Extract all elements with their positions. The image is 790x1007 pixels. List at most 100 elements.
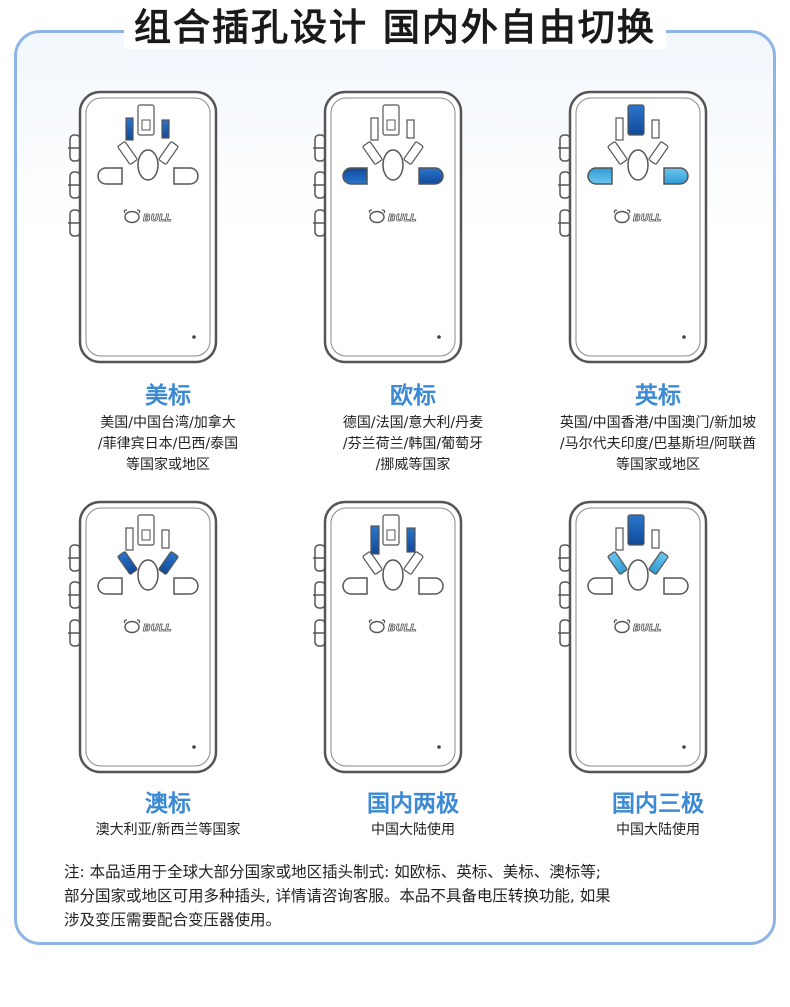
socket-round-left bbox=[587, 167, 613, 185]
socket-diag-left bbox=[362, 141, 383, 165]
adapter-illustration: BULL bbox=[558, 90, 708, 364]
socket-center-hole bbox=[137, 559, 159, 591]
socket-round-left bbox=[342, 167, 368, 185]
page-title: 组合插孔设计 国内外自由切换 bbox=[0, 4, 790, 52]
socket-diag-left bbox=[362, 551, 383, 575]
bull-logo: BULL bbox=[123, 619, 172, 634]
socket-center-hole bbox=[137, 149, 159, 181]
note-line: 部分国家或地区可用多种插头, 详情请咨询客服。本品不具备电压转换功能, 如果 bbox=[64, 887, 611, 905]
standard-countries: 澳大利亚/新西兰等国家 bbox=[43, 820, 293, 841]
indicator-led bbox=[192, 745, 196, 749]
socket-diag-left bbox=[117, 141, 138, 165]
bull-logo: BULL bbox=[613, 619, 662, 634]
socket-round-left bbox=[587, 577, 613, 595]
standard-name: 欧标 bbox=[390, 383, 436, 409]
svg-text:BULL: BULL bbox=[143, 623, 172, 634]
standard-name: 澳标 bbox=[145, 791, 191, 817]
standard-countries: 中国大陆使用 bbox=[288, 820, 538, 841]
bull-logo: BULL bbox=[368, 209, 417, 224]
standard-countries: 英国/中国香港/中国澳门/新加坡/马尔代夫印度/巴基斯坦/阿联酋等国家或地区 bbox=[533, 413, 783, 476]
standard-countries: 美国/中国台湾/加拿大/菲律宾日本/巴西/泰国等国家或地区 bbox=[43, 413, 293, 476]
socket-round-right bbox=[173, 577, 199, 595]
plug-standard-card: BULL 国内三极中国大陆使用 bbox=[508, 500, 758, 880]
plug-standard-card: BULL 美标美国/中国台湾/加拿大/菲律宾日本/巴西/泰国等国家或地区 bbox=[18, 90, 268, 473]
socket-round-right bbox=[173, 167, 199, 185]
socket-diag-right bbox=[158, 141, 179, 165]
socket-slot-right bbox=[406, 527, 416, 553]
countries-line: /芬兰荷兰/韩国/葡萄牙 bbox=[342, 436, 484, 452]
bull-logo: BULL bbox=[123, 209, 172, 224]
adapter-body bbox=[78, 500, 218, 774]
plug-standard-card: BULL 澳标澳大利亚/新西兰等国家 bbox=[18, 500, 268, 880]
adapter-illustration: BULL bbox=[68, 500, 218, 774]
countries-line: 等国家或地区 bbox=[126, 457, 210, 473]
socket-diag-right bbox=[158, 551, 179, 575]
plug-standard-card: BULL 国内两极中国大陆使用 bbox=[263, 500, 513, 880]
standard-countries: 中国大陆使用 bbox=[533, 820, 783, 841]
svg-text:BULL: BULL bbox=[388, 213, 417, 224]
socket-round-right bbox=[418, 167, 444, 185]
socket-round-left bbox=[97, 577, 123, 595]
indicator-led bbox=[437, 335, 441, 339]
adapter-body bbox=[568, 500, 708, 774]
indicator-led bbox=[192, 335, 196, 339]
socket-round-right bbox=[418, 577, 444, 595]
countries-line: 中国大陆使用 bbox=[616, 822, 700, 838]
countries-line: 美国/中国台湾/加拿大 bbox=[100, 415, 236, 431]
adapter-body bbox=[323, 90, 463, 364]
indicator-led bbox=[682, 335, 686, 339]
socket-center-hole bbox=[382, 559, 404, 591]
socket-diag-left bbox=[117, 551, 138, 575]
socket-round-left bbox=[342, 577, 368, 595]
note-line: 涉及变压需要配合变压器使用。 bbox=[64, 911, 282, 929]
countries-line: /马尔代夫印度/巴基斯坦/阿联酋 bbox=[559, 436, 757, 452]
socket-slot-right bbox=[161, 529, 170, 549]
adapter-body bbox=[78, 90, 218, 364]
socket-slot-left bbox=[125, 527, 134, 551]
countries-line: 英国/中国香港/中国澳门/新加坡 bbox=[559, 415, 757, 431]
socket-center-hole bbox=[382, 149, 404, 181]
indicator-led bbox=[682, 745, 686, 749]
adapter-illustration: BULL bbox=[313, 500, 463, 774]
standard-countries: 德国/法国/意大利/丹麦/芬兰荷兰/韩国/葡萄牙/挪威等国家 bbox=[288, 413, 538, 476]
socket-round-left bbox=[97, 167, 123, 185]
bull-logo: BULL bbox=[368, 619, 417, 634]
socket-round-right bbox=[663, 577, 689, 595]
svg-text:BULL: BULL bbox=[633, 213, 662, 224]
plug-standard-card: BULL 欧标德国/法国/意大利/丹麦/芬兰荷兰/韩国/葡萄牙/挪威等国家 bbox=[263, 90, 513, 473]
socket-diag-left bbox=[607, 551, 628, 575]
svg-text:BULL: BULL bbox=[388, 623, 417, 634]
standard-name: 国内三极 bbox=[612, 791, 704, 817]
standard-name: 英标 bbox=[635, 383, 681, 409]
adapter-body bbox=[323, 500, 463, 774]
bull-logo: BULL bbox=[613, 209, 662, 224]
countries-line: 澳大利亚/新西兰等国家 bbox=[95, 822, 241, 838]
socket-slot-right bbox=[406, 119, 415, 139]
socket-slot-right bbox=[161, 119, 170, 139]
standard-name: 国内两极 bbox=[367, 791, 459, 817]
socket-slot-left bbox=[615, 527, 624, 551]
socket-center-hole bbox=[627, 149, 649, 181]
socket-slot-left bbox=[615, 117, 624, 141]
adapter-illustration: BULL bbox=[68, 90, 218, 364]
countries-line: 德国/法国/意大利/丹麦 bbox=[342, 415, 484, 431]
socket-round-right bbox=[663, 167, 689, 185]
plug-standard-card: BULL 英标英国/中国香港/中国澳门/新加坡/马尔代夫印度/巴基斯坦/阿联酋等… bbox=[508, 90, 758, 473]
socket-slot-left bbox=[370, 117, 379, 141]
socket-diag-right bbox=[648, 141, 669, 165]
socket-slot-left bbox=[125, 117, 134, 141]
socket-diag-right bbox=[648, 551, 669, 575]
socket-slot-right bbox=[651, 119, 660, 139]
socket-diag-left bbox=[607, 141, 628, 165]
socket-diag-right bbox=[403, 141, 424, 165]
socket-slot-right bbox=[651, 529, 660, 549]
socket-diag-right bbox=[403, 551, 424, 575]
socket-center-hole bbox=[627, 559, 649, 591]
adapter-illustration: BULL bbox=[313, 90, 463, 364]
countries-line: 中国大陆使用 bbox=[371, 822, 455, 838]
standard-name: 美标 bbox=[145, 383, 191, 409]
countries-line: /挪威等国家 bbox=[375, 457, 451, 473]
indicator-led bbox=[437, 745, 441, 749]
socket-slot-left bbox=[370, 525, 380, 555]
adapter-illustration: BULL bbox=[558, 500, 708, 774]
